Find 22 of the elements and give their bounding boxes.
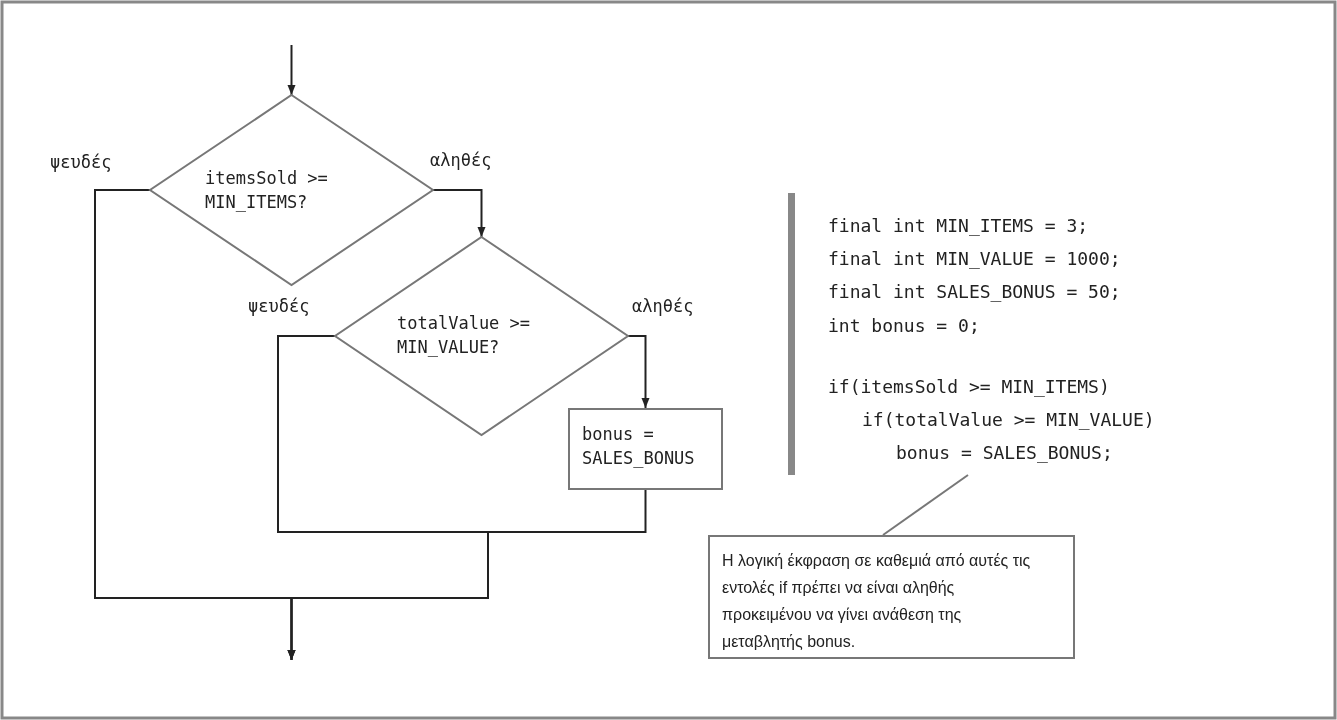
flow-arrow	[432, 189, 486, 238]
edge-label: ψευδές	[248, 296, 310, 316]
edge-label: αληθές	[430, 150, 492, 170]
code-line: bonus = SALES_BONUS;	[896, 442, 1113, 464]
code-line: final int SALES_BONUS = 50;	[828, 281, 1121, 303]
process-box	[568, 408, 723, 490]
code-line: if(itemsSold >= MIN_ITEMS)	[828, 376, 1110, 398]
edge-label: αληθές	[632, 296, 694, 316]
code-line: final int MIN_ITEMS = 3;	[828, 215, 1089, 237]
code-line: final int MIN_VALUE = 1000;	[828, 248, 1121, 270]
leader-line	[882, 474, 969, 536]
callout-box	[708, 535, 1075, 659]
callout-text: Η λογική έκφραση σε καθεμιά από αυτές τις εντολές if πρέπει να είναι αληθής προκειμένου να γίνει ανάθεση της μεταβλητής bonus.	[722, 551, 1032, 652]
flow-arrow	[627, 335, 650, 409]
code-line: int bonus = 0;	[828, 315, 980, 337]
statement-text: bonus = SALES_BONUS	[582, 423, 696, 470]
code-line: if(totalValue >= MIN_VALUE)	[862, 409, 1155, 431]
condition-text: totalValue >= MIN_VALUE?	[397, 312, 532, 359]
edge-label: ψευδές	[50, 152, 112, 172]
condition-text: itemsSold >= MIN_ITEMS?	[205, 167, 329, 214]
flow-arrow	[287, 489, 647, 661]
flow-arrow	[287, 44, 296, 96]
